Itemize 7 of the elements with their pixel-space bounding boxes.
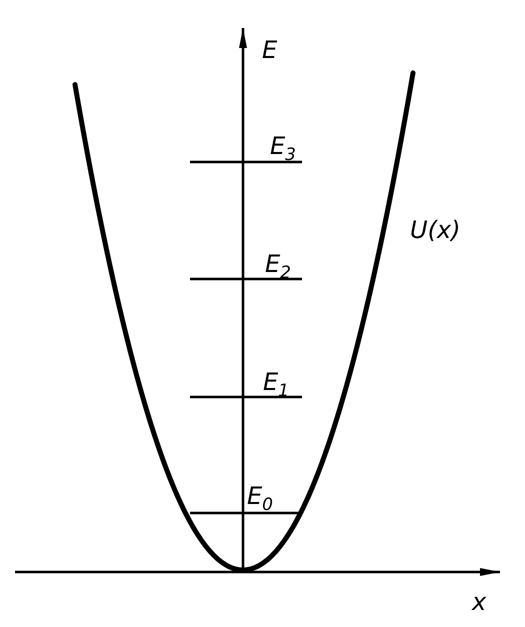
level-label: E$_{1}$ <box>263 370 289 400</box>
curve-label: U(x) <box>410 218 460 242</box>
level-label: E$_{0}$ <box>247 484 273 514</box>
axis-label: x <box>472 590 486 614</box>
axis-label: E <box>262 38 278 62</box>
level-label: E$_{3}$ <box>270 134 296 164</box>
level-label: E$_{2}$ <box>265 252 291 282</box>
